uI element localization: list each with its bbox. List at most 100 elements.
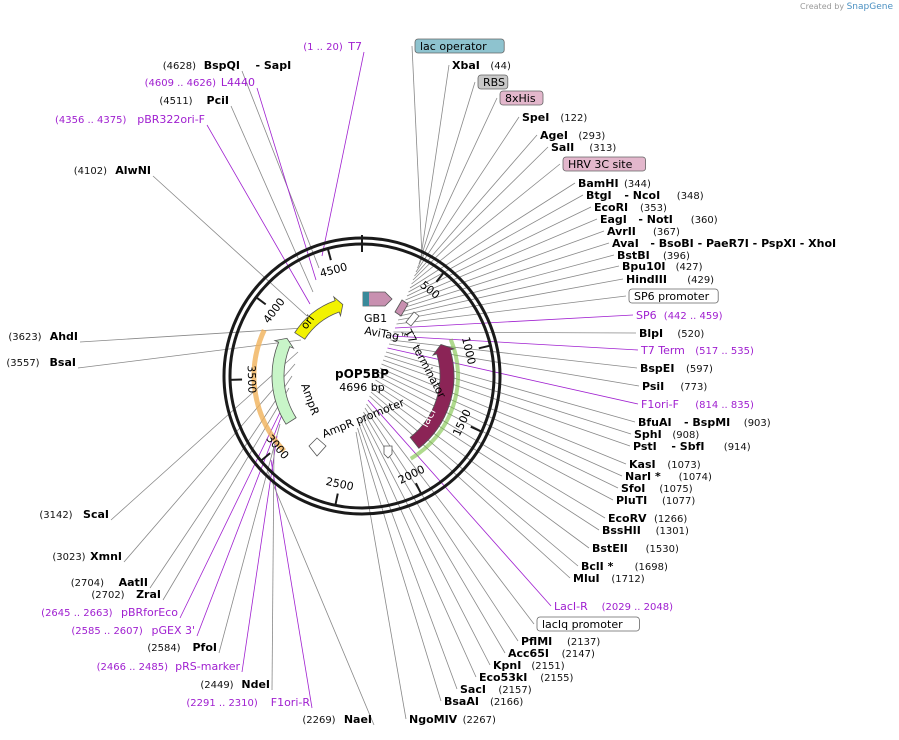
left-label-scai[interactable]: ScaI(3142) (39, 508, 109, 521)
left-label-bsai[interactable]: BsaI(3557) (6, 356, 76, 369)
right-label-t7-term[interactable]: T7 Term(517 .. 535) (640, 344, 754, 357)
right-label-hindiii[interactable]: HindIII(429) (626, 273, 714, 286)
right-label-spei[interactable]: SpeI(122) (522, 111, 587, 124)
leader-line (385, 351, 636, 423)
feature-ori[interactable]: ori (294, 295, 344, 340)
right-label-sp6[interactable]: SP6(442 .. 459) (636, 309, 723, 322)
feature-laciq-promoter[interactable] (383, 445, 393, 459)
right-label-bspei[interactable]: BspEI(597) (640, 362, 713, 375)
left-label-pbrforeco[interactable]: pBRforEco(2645 .. 2663) (41, 606, 178, 619)
right-label-bsteii[interactable]: BstEII(1530) (592, 542, 679, 555)
right-label-lac-operator[interactable]: lac operator (414, 38, 505, 54)
right-label-laciq-promoter[interactable]: lacIq promoter (536, 616, 640, 632)
right-label-bcli[interactable]: BclI *(1698) (581, 560, 668, 573)
left-label-alwni[interactable]: AlwNI(4102) (74, 164, 151, 177)
site-name: XmnI (90, 550, 122, 563)
ampr-arrow[interactable] (271, 337, 297, 425)
right-label-psti[interactable]: PstI- SbfI(914) (633, 440, 751, 453)
laci-highlight-arc (409, 338, 460, 461)
right-label-bpu10i[interactable]: Bpu10I(427) (622, 260, 703, 273)
right-label-laci-r[interactable]: LacI-R(2029 .. 2048) (554, 600, 673, 613)
ampr-promoter-arrow[interactable] (308, 437, 327, 457)
right-label-avai[interactable]: AvaI- BsoBI - PaeR7I - PspXI - XhoI(373) (612, 237, 899, 250)
site-name: NdeI (241, 678, 270, 691)
right-label-f1ori-f[interactable]: F1ori-F(814 .. 835) (641, 398, 754, 411)
right-label-ecorv[interactable]: EcoRV(1266) (608, 512, 687, 525)
right-label-psii[interactable]: PsiI(773) (642, 380, 707, 393)
left-label-bspqi[interactable]: BspQI- SapI(4628) (163, 59, 291, 72)
right-label-bamhi[interactable]: BamHI(344) (578, 177, 651, 190)
ori-arrow[interactable] (294, 295, 344, 340)
feature-gb1[interactable]: GB1 (362, 291, 393, 325)
right-label-agei[interactable]: AgeI(293) (540, 129, 605, 142)
site-name: BspEI (640, 362, 674, 375)
ampr-label: AmpR (298, 382, 322, 418)
right-label-bsshii[interactable]: BssHII(1301) (602, 524, 689, 537)
laci-arrow[interactable] (409, 344, 456, 449)
right-label-ngomiv[interactable]: NgoMIV(2267) (409, 713, 496, 726)
site-name: SpeI (522, 111, 549, 124)
right-label-mlui[interactable]: MluI(1712) (573, 572, 645, 585)
site-name: BlpI (639, 327, 663, 340)
site-position: (360) (691, 215, 718, 226)
right-label-bstbi[interactable]: BstBI(396) (617, 249, 690, 262)
left-label-f1ori-r[interactable]: F1ori-R(2291 .. 2310) (186, 696, 310, 709)
feature-box (628, 288, 719, 304)
left-label-ndei[interactable]: NdeI(2449) (200, 678, 270, 691)
site-name: BstEII (592, 542, 628, 555)
right-label-blpi[interactable]: BlpI(520) (639, 327, 704, 340)
right-label-pluti[interactable]: PluTI(1077) (616, 494, 695, 507)
right-label-acc65i[interactable]: Acc65I(2147) (508, 647, 595, 660)
right-label-sphi[interactable]: SphI(908) (634, 428, 699, 441)
left-label-t7[interactable]: T7(1 .. 20) (303, 40, 362, 53)
right-label-ecori[interactable]: EcoRI(353) (594, 201, 667, 214)
right-label-8xhis[interactable]: 8xHis (499, 90, 544, 106)
right-label-bfuai[interactable]: BfuAI- BspMI(903) (638, 416, 771, 429)
right-label-eco53ki[interactable]: Eco53kI(2155) (479, 671, 574, 684)
left-label-ahdi[interactable]: AhdI(3623) (8, 330, 78, 343)
left-label-pcii[interactable]: PciI(4511) (159, 94, 229, 107)
t7-terminator-arrow[interactable] (405, 311, 420, 327)
right-label-pflmi[interactable]: PflMI(2137) (521, 635, 600, 648)
right-label-sp6-promoter[interactable]: SP6 promoter (628, 288, 719, 304)
leader-line (411, 45, 423, 257)
right-label-saci[interactable]: SacI(2157) (460, 683, 532, 696)
laciq-promoter-arrow[interactable] (383, 445, 393, 459)
site-position: (2584) (147, 643, 180, 654)
right-label-xbai[interactable]: XbaI(44) (452, 59, 511, 72)
right-label-btgi[interactable]: BtgI- NcoI(348) (586, 189, 704, 202)
right-label-hrv-3c-site[interactable]: HRV 3C site (562, 156, 646, 172)
site-name: EcoRI (594, 201, 628, 214)
left-label-zrai[interactable]: ZraI(2702) (91, 588, 161, 601)
right-label-kasi[interactable]: KasI(1073) (629, 458, 701, 471)
right-label-sfoi[interactable]: SfoI(1075) (621, 482, 693, 495)
site-name: AatII (119, 576, 148, 589)
left-label-aatii[interactable]: AatII(2704) (71, 576, 148, 589)
site-position: (2147) (562, 649, 595, 660)
left-label-naei[interactable]: NaeI(2269) (302, 713, 372, 726)
right-label-sali[interactable]: SalI(313) (551, 141, 616, 154)
site-name: AvaI (612, 237, 639, 250)
right-label-rbs[interactable]: RBS (477, 74, 509, 90)
left-label-prs-marker[interactable]: pRS-marker(2466 .. 2485) (97, 660, 241, 673)
right-label-eagi[interactable]: EagI- NotI(360) (600, 213, 718, 226)
left-label-l4440[interactable]: L4440(4609 .. 4626) (145, 76, 255, 89)
right-label-nari[interactable]: NarI *(1074) (625, 470, 712, 483)
feature-ampr[interactable]: AmpR (271, 337, 322, 425)
site-name: LacI-R (554, 600, 588, 613)
right-label-kpni[interactable]: KpnI(2151) (493, 659, 565, 672)
site-position: (2702) (91, 590, 124, 601)
avitag-arrow[interactable] (394, 299, 409, 317)
left-label-xmni[interactable]: XmnI(3023) (52, 550, 122, 563)
leader-line (405, 218, 598, 301)
right-label-avrii[interactable]: AvrII(367) (607, 225, 680, 238)
site-name: SP6 (636, 309, 657, 322)
left-label-pgex-3[interactable]: pGEX 3'(2585 .. 2607) (71, 624, 195, 637)
feature-laci[interactable]: lacI (409, 344, 456, 449)
right-label-bsaai[interactable]: BsaAI(2166) (444, 695, 523, 708)
site-name: KpnI (493, 659, 521, 672)
left-label-pbr322ori-f[interactable]: pBR322ori-F(4356 .. 4375) (55, 113, 205, 126)
leader-line (256, 87, 317, 281)
left-label-pfoi[interactable]: PfoI(2584) (147, 641, 217, 654)
leader-line (196, 411, 284, 637)
